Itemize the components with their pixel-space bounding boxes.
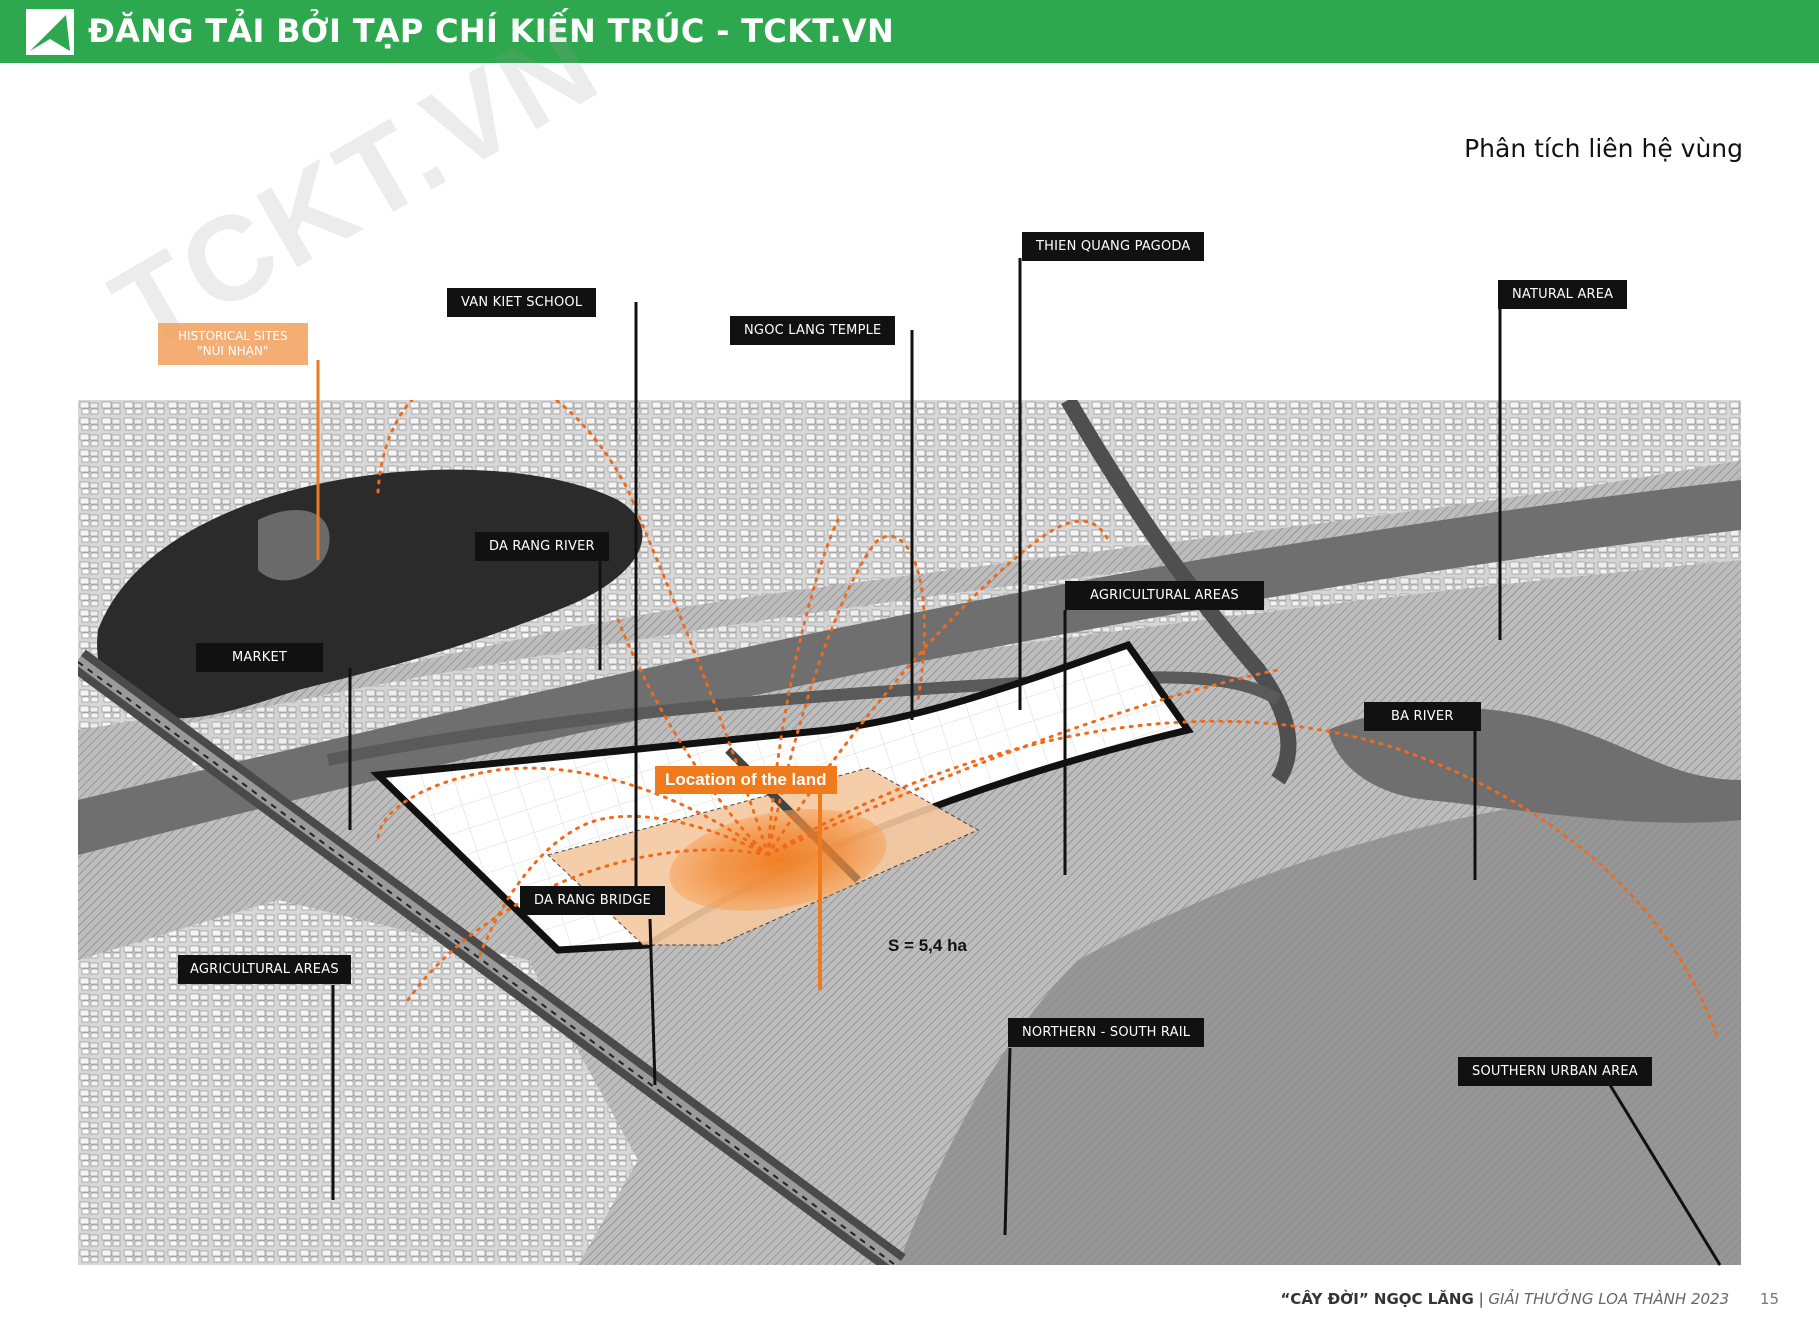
page-title: Phân tích liên hệ vùng [1464, 134, 1743, 163]
label-market: MARKET [196, 643, 324, 672]
label-thien-quang-pagoda: THIEN QUANG PAGODA [1022, 232, 1205, 261]
banner-title: ĐĂNG TẢI BỞI TẠP CHÍ KIẾN TRÚC - TCKT.VN [88, 12, 895, 50]
label-van-kiet-school: VAN KIET SCHOOL [447, 288, 597, 317]
site-map [78, 400, 1741, 1265]
footer-separator: | [1478, 1290, 1484, 1308]
label-agricultural-areas-top: AGRICULTURAL AREAS [1065, 581, 1264, 610]
page-number: 15 [1759, 1290, 1779, 1308]
footer-project: “CÂY ĐỜI” NGỌC LĂNG [1280, 1290, 1474, 1308]
label-historical-sites: HISTORICAL SITES "NÚI NHẠN" [158, 323, 308, 365]
label-agricultural-areas-left: AGRICULTURAL AREAS [178, 955, 351, 984]
label-ba-river: BA RIVER [1364, 702, 1481, 731]
label-natural-area: NATURAL AREA [1498, 280, 1628, 309]
label-northern-south-rail: NORTHERN - SOUTH RAIL [1008, 1018, 1205, 1047]
footer-award: GIẢI THƯỞNG LOA THÀNH 2023 [1488, 1290, 1730, 1308]
label-da-rang-river: DA RANG RIVER [475, 532, 609, 561]
header-banner: ĐĂNG TẢI BỞI TẠP CHÍ KIẾN TRÚC - TCKT.VN [0, 0, 1819, 63]
label-da-rang-bridge: DA RANG BRIDGE [520, 886, 666, 915]
footer: “CÂY ĐỜI” NGỌC LĂNG | GIẢI THƯỞNG LOA TH… [1280, 1290, 1779, 1308]
tckt-logo-icon [26, 9, 74, 55]
label-southern-urban-area: SOUTHERN URBAN AREA [1458, 1057, 1652, 1086]
site-area-value: S = 5,4 ha [888, 936, 967, 955]
label-ngoc-lang-temple: NGOC LANG TEMPLE [730, 316, 896, 345]
label-location-of-land: Location of the land [655, 766, 837, 794]
